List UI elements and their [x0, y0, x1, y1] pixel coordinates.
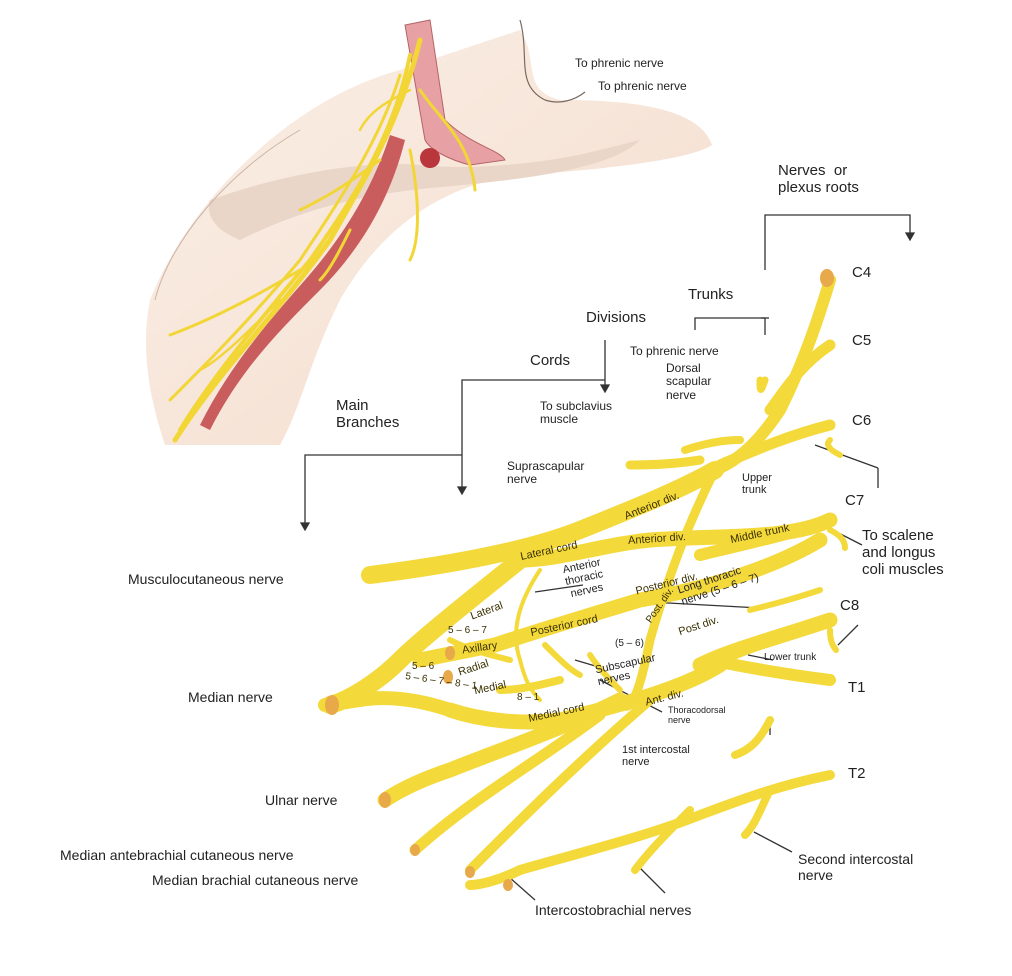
first-intercostal-label: 1st intercostal nerve: [622, 744, 690, 769]
shoulder-illustration: [145, 19, 712, 445]
intercostobrachial-label: Intercostobrachial nerves: [535, 902, 692, 918]
num-81: 8 – 1: [517, 692, 540, 703]
root-c4: C4: [852, 264, 872, 281]
subclavian-artery-upper: [404, 19, 506, 166]
median-label: Median nerve: [188, 689, 273, 705]
root-c5: C5: [852, 332, 872, 349]
roots-label: Nerves or plexus roots: [778, 162, 859, 196]
upper-trunk-label: Upper trunk: [742, 472, 772, 497]
root-c6: C6: [852, 412, 872, 429]
anterior-thoracic-label: Anterior thoracic nerves: [561, 556, 605, 600]
root-c7: C7: [845, 492, 865, 509]
trunks-label: Trunks: [688, 286, 734, 303]
phrenic-label-1: To phrenic nerve: [575, 56, 664, 70]
shoulder-skin: [145, 30, 712, 445]
root-t2: T2: [848, 765, 866, 782]
plexus-nerves: [318, 274, 848, 890]
divisions-label: Divisions: [586, 309, 647, 326]
lower-trunk-label: Lower trunk: [764, 652, 817, 663]
branches-label: Main Branches: [336, 397, 400, 431]
med-brachial-label: Median brachial cutaneous nerve: [152, 872, 359, 888]
axillary-artery: [200, 135, 405, 430]
nerve-end-caps: [325, 269, 834, 891]
scalene-label: To scalene and longus coli muscles: [862, 527, 944, 578]
shoulder-contour: [154, 129, 301, 301]
phrenic-label-3: To phrenic nerve: [630, 344, 719, 358]
clavicle-shadow: [208, 140, 640, 240]
subscapular-num: (5 – 6): [615, 638, 644, 649]
phrenic-label-2: To phrenic nerve: [598, 79, 687, 93]
med-antebrachial-label: Median antebrachial cutaneous nerve: [60, 847, 294, 863]
suprascapular-label: Suprascapular nerve: [507, 459, 585, 487]
root-c8: C8: [840, 597, 860, 614]
musculocutaneous-label: Musculocutaneous nerve: [128, 571, 284, 587]
num-56: 5 – 6: [412, 661, 435, 672]
thoracodorsal-label: Thoracodorsal nerve: [668, 705, 726, 726]
dorsal-scapular-label: Dorsal scapular nerve: [666, 361, 712, 402]
root-t1: T1: [848, 679, 866, 696]
neck-contour: [519, 19, 586, 103]
second-intercostal-label: Second intercostal nerve: [798, 851, 914, 883]
subclavius-label: To subclavius muscle: [540, 399, 613, 427]
cords-label: Cords: [530, 352, 571, 369]
artery-cross-section: [420, 148, 440, 168]
ulnar-label: Ulnar nerve: [265, 792, 338, 808]
num-567: 5 – 6 – 7: [448, 625, 487, 636]
